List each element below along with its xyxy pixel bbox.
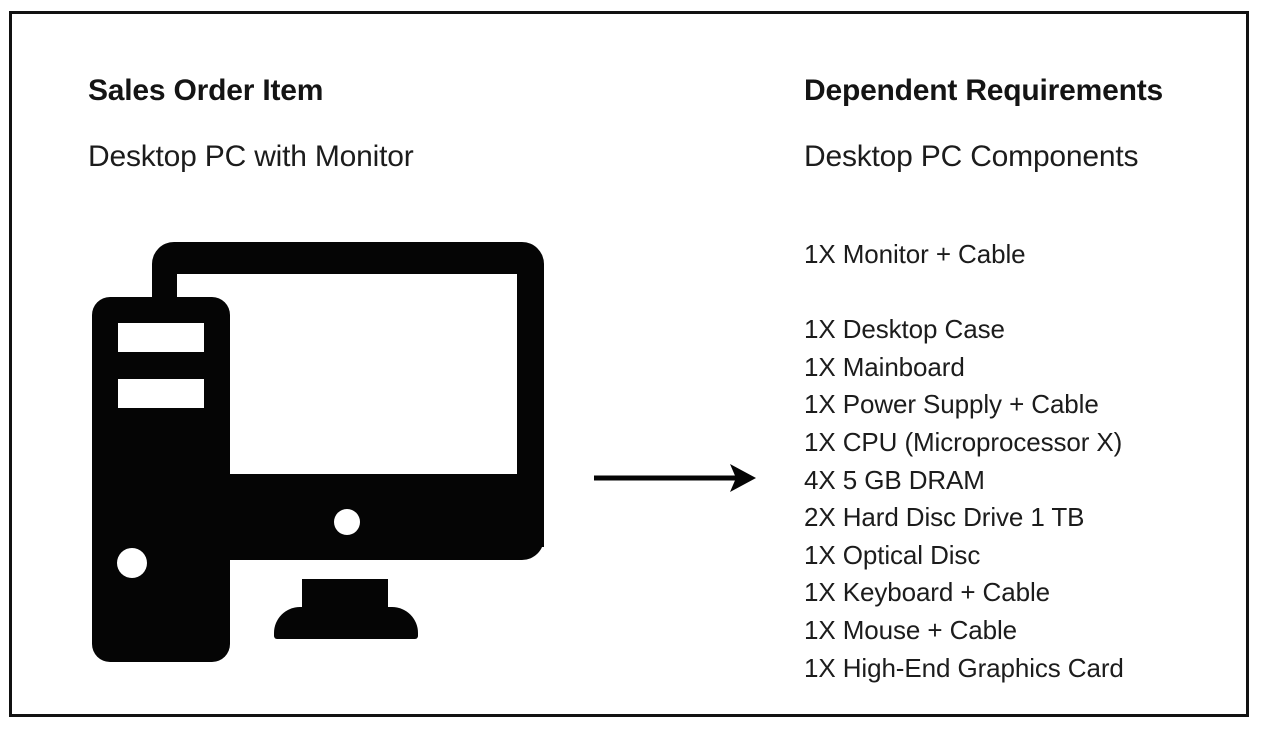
requirement-list-item: 1X CPU (Microprocessor X): [804, 426, 1123, 457]
monitor-stand-base: [274, 607, 418, 639]
requirement-list-item: 1X High-End Graphics Card: [804, 652, 1124, 683]
tower-drive-bay-slot-2: [118, 379, 204, 408]
requirement-list-item: 2X Hard Disc Drive 1 TB: [804, 502, 1085, 533]
left-column-subheading: Desktop PC with Monitor: [88, 140, 414, 173]
requirement-list-item: 4X 5 GB DRAM: [804, 464, 985, 495]
tower-power-button-icon: [117, 548, 147, 578]
requirement-list-item: 1X Keyboard + Cable: [804, 577, 1050, 608]
right-arrow-icon: [594, 464, 756, 492]
right-column-heading: Dependent Requirements: [804, 74, 1163, 107]
right-column-subheading: Desktop PC Components: [804, 140, 1139, 173]
monitor-screen: [177, 274, 517, 474]
requirement-list-item: 1X Optical Disc: [804, 539, 981, 570]
dependent-requirements-list: 1X Monitor + Cable 1X Desktop Case 1X Main…: [804, 236, 1124, 687]
desktop-computer-with-monitor-icon: [82, 229, 562, 669]
tower-drive-bay-slot-1: [118, 323, 204, 352]
requirement-list-item: 1X Power Supply + Cable: [804, 389, 1099, 420]
requirement-list-item: 1X Mouse + Cable: [804, 614, 1018, 645]
computer-tower-case: [92, 297, 230, 662]
left-column-heading: Sales Order Item: [88, 74, 324, 107]
requirement-list-item: 1X Monitor + Cable: [804, 239, 1026, 269]
monitor-indicator-dot: [334, 509, 360, 535]
requirement-list-item: 1X Desktop Case: [804, 314, 1005, 345]
requirement-list-item: 1X Mainboard: [804, 351, 965, 382]
figure-border-frame: Sales Order Item Desktop PC with Monitor…: [9, 11, 1249, 717]
monitor-stand-neck: [302, 579, 388, 611]
monitor-bottom-bezel: [260, 489, 544, 547]
